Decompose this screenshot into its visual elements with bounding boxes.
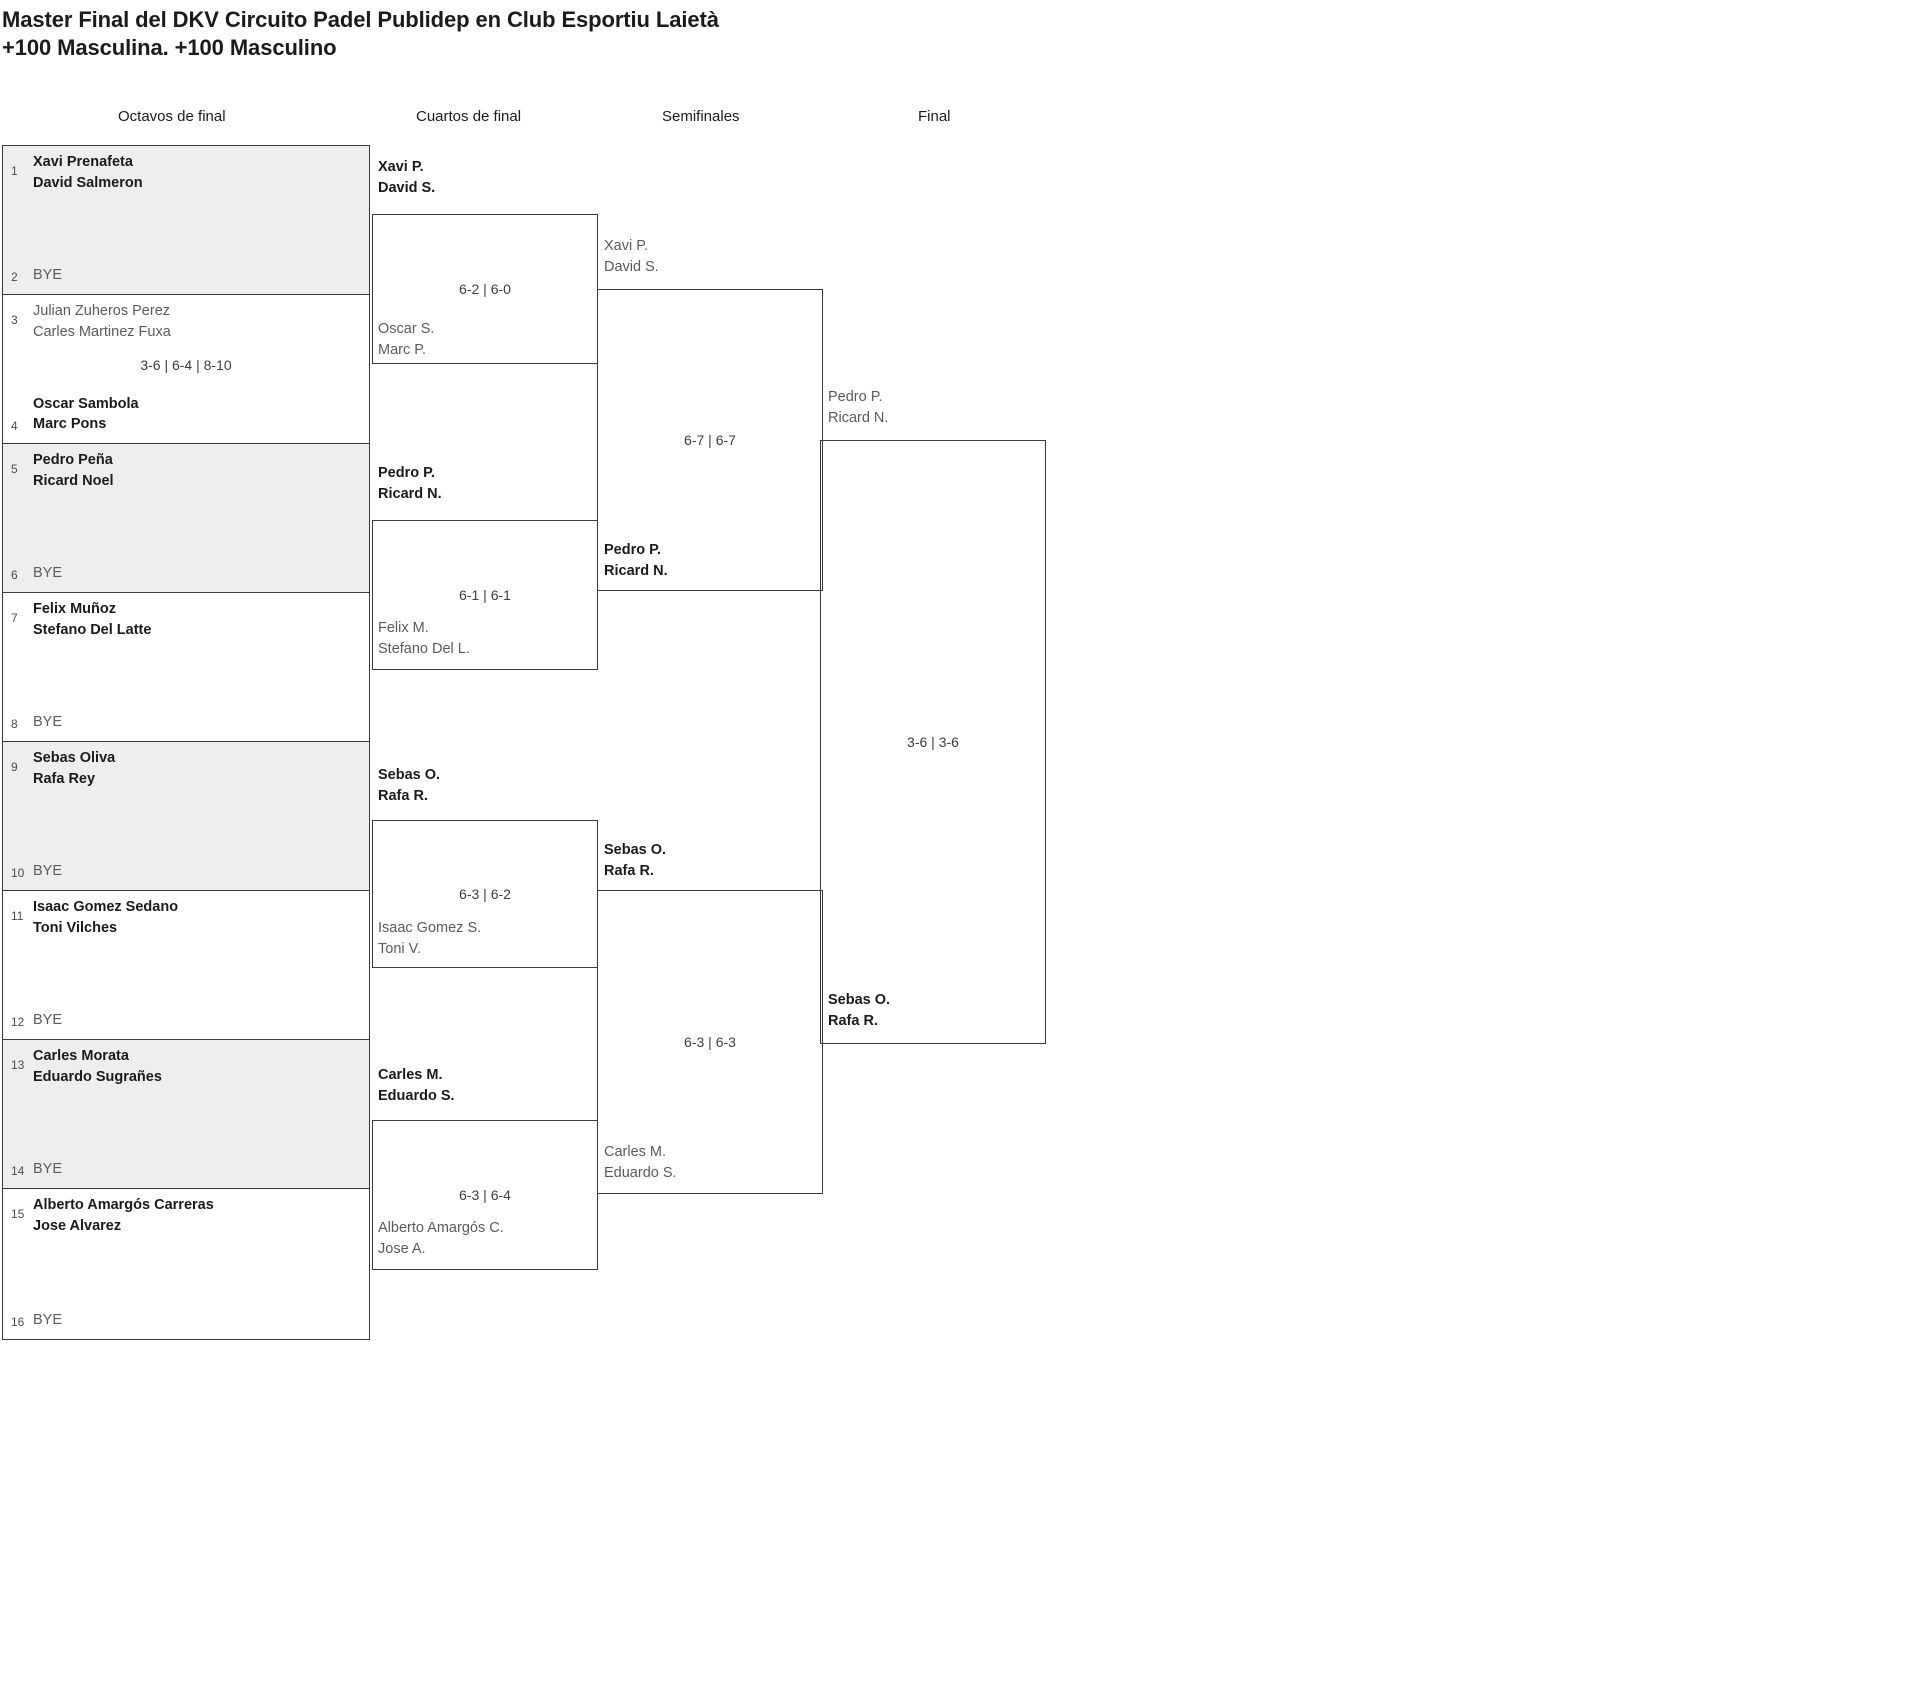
r2-match-1-score: 6-2 | 6-0 xyxy=(459,281,511,297)
r1-match-1-top[interactable]: 1 Xavi Prenafeta David Salmeron xyxy=(3,152,369,193)
r4-match-1-top-entrant[interactable]: Pedro P. Ricard N. xyxy=(828,389,889,426)
seed-number: 12 xyxy=(11,1014,25,1029)
r1-match-2-bottom[interactable]: 4 Oscar Sambola Marc Pons xyxy=(3,394,369,435)
team-names: Sebas Oliva Rafa Rey xyxy=(33,750,116,787)
r1-match-4-top[interactable]: 7 Felix Muñoz Stefano Del Latte xyxy=(3,599,369,640)
title-line-1: Master Final del DKV Circuito Padel Publ… xyxy=(2,7,719,32)
seed-number: 8 xyxy=(11,716,18,731)
r2-match-1-bottom-entrant[interactable]: Oscar S. Marc P. xyxy=(378,321,435,358)
r3-match-2-top-entrant[interactable]: Sebas O. Rafa R. xyxy=(604,842,667,879)
r1-match-3-top[interactable]: 5 Pedro Peña Ricard Noel xyxy=(3,450,369,491)
seed-number: 7 xyxy=(11,611,18,625)
r1-match-2-score: 3-6 | 6-4 | 8-10 xyxy=(140,357,232,373)
r1-match-3-bottom[interactable]: 6 BYE xyxy=(3,563,369,584)
round-1-column: 1 Xavi Prenafeta David Salmeron 2 BYE 3 … xyxy=(2,145,370,1340)
team-names: Pedro Peña Ricard Noel xyxy=(33,452,114,489)
r1-match-3[interactable]: 5 Pedro Peña Ricard Noel 6 BYE xyxy=(3,444,369,593)
r2-match-4-box[interactable]: 6-3 | 6-4 xyxy=(372,1120,598,1270)
seed-number: 2 xyxy=(11,269,18,284)
seed-number: 13 xyxy=(11,1058,25,1072)
round-header-final: Final xyxy=(918,108,951,125)
r1-match-1[interactable]: 1 Xavi Prenafeta David Salmeron 2 BYE xyxy=(3,146,369,295)
r1-match-1-bottom[interactable]: 2 BYE xyxy=(3,265,369,286)
r3-match-2-bottom-entrant[interactable]: Carles M. Eduardo S. xyxy=(604,1144,677,1181)
seed-number: 4 xyxy=(11,418,18,433)
r3-match-1-top-entrant[interactable]: Xavi P. David S. xyxy=(604,238,659,275)
r1-match-2[interactable]: 3 Julian Zuheros Perez Carles Martinez F… xyxy=(3,295,369,444)
team-names: BYE xyxy=(33,565,63,582)
r4-match-1-score: 3-6 | 3-6 xyxy=(907,734,959,750)
r2-match-3-top-entrant[interactable]: Sebas O. Rafa R. xyxy=(378,767,441,804)
r3-match-2-score: 6-3 | 6-3 xyxy=(684,1034,736,1050)
r4-match-1-box[interactable]: 3-6 | 3-6 xyxy=(820,440,1046,1044)
r1-match-7-bottom[interactable]: 14 BYE xyxy=(3,1159,369,1180)
team-names: Carles Morata Eduardo Sugrañes xyxy=(33,1048,162,1085)
team-names: Alberto Amargós Carreras Jose Alvarez xyxy=(33,1197,214,1234)
r2-match-2-top-entrant[interactable]: Pedro P. Ricard N. xyxy=(378,465,442,502)
r1-match-7-top[interactable]: 13 Carles Morata Eduardo Sugrañes xyxy=(3,1046,369,1087)
r2-match-2-score: 6-1 | 6-1 xyxy=(459,587,511,603)
r1-match-8-top[interactable]: 15 Alberto Amargós Carreras Jose Alvarez xyxy=(3,1195,369,1236)
r1-match-4-bottom[interactable]: 8 BYE xyxy=(3,712,369,733)
team-names: BYE xyxy=(33,714,63,731)
page-title: Master Final del DKV Circuito Padel Publ… xyxy=(2,6,1202,62)
r1-match-2-top[interactable]: 3 Julian Zuheros Perez Carles Martinez F… xyxy=(3,301,369,342)
r2-match-4-bottom-entrant[interactable]: Alberto Amargós C. Jose A. xyxy=(378,1220,504,1257)
round-header-octavos: Octavos de final xyxy=(118,108,226,125)
seed-number: 11 xyxy=(11,909,24,923)
r3-match-1-score: 6-7 | 6-7 xyxy=(684,432,736,448)
r4-match-1-bottom-entrant[interactable]: Sebas O. Rafa R. xyxy=(828,992,891,1029)
seed-number: 1 xyxy=(11,164,18,178)
seed-number: 10 xyxy=(11,865,25,880)
seed-number: 6 xyxy=(11,567,18,582)
r2-match-3-score: 6-3 | 6-2 xyxy=(459,886,511,902)
team-names: Xavi Prenafeta David Salmeron xyxy=(33,154,143,191)
seed-number: 16 xyxy=(11,1314,25,1329)
r1-match-4[interactable]: 7 Felix Muñoz Stefano Del Latte 8 BYE xyxy=(3,593,369,742)
team-names: Isaac Gomez Sedano Toni Vilches xyxy=(33,899,179,936)
team-names: BYE xyxy=(33,1161,63,1178)
r1-match-5[interactable]: 9 Sebas Oliva Rafa Rey 10 BYE xyxy=(3,742,369,891)
r2-match-3-bottom-entrant[interactable]: Isaac Gomez S. Toni V. xyxy=(378,920,482,957)
r1-match-8[interactable]: 15 Alberto Amargós Carreras Jose Alvarez… xyxy=(3,1189,369,1339)
seed-number: 9 xyxy=(11,760,18,774)
team-names: BYE xyxy=(33,267,63,284)
r3-match-1-bottom-entrant[interactable]: Pedro P. Ricard N. xyxy=(604,542,668,579)
r1-match-5-bottom[interactable]: 10 BYE xyxy=(3,861,369,882)
title-line-2: +100 Masculina. +100 Masculino xyxy=(2,35,337,61)
r1-match-5-top[interactable]: 9 Sebas Oliva Rafa Rey xyxy=(3,748,369,789)
team-names: BYE xyxy=(33,1312,63,1329)
r2-match-2-bottom-entrant[interactable]: Felix M. Stefano Del L. xyxy=(378,620,470,657)
seed-number: 14 xyxy=(11,1163,25,1178)
r1-match-7[interactable]: 13 Carles Morata Eduardo Sugrañes 14 BYE xyxy=(3,1040,369,1189)
round-header-semifinales: Semifinales xyxy=(662,108,740,125)
r1-match-6[interactable]: 11 Isaac Gomez Sedano Toni Vilches 12 BY… xyxy=(3,891,369,1040)
round-header-cuartos: Cuartos de final xyxy=(416,108,522,125)
r1-match-6-bottom[interactable]: 12 BYE xyxy=(3,1010,369,1031)
team-names: Julian Zuheros Perez Carles Martinez Fux… xyxy=(33,303,171,340)
r2-match-4-top-entrant[interactable]: Carles M. Eduardo S. xyxy=(378,1067,455,1104)
team-names: BYE xyxy=(33,1012,63,1029)
seed-number: 15 xyxy=(11,1207,25,1221)
team-names: BYE xyxy=(33,863,63,880)
seed-number: 5 xyxy=(11,462,18,476)
r2-match-2-box[interactable]: 6-1 | 6-1 xyxy=(372,520,598,670)
team-names: Oscar Sambola Marc Pons xyxy=(33,395,139,433)
r3-match-2-box[interactable]: 6-3 | 6-3 xyxy=(597,890,823,1194)
r2-match-1-top-entrant[interactable]: Xavi P. David S. xyxy=(378,159,436,196)
r1-match-8-bottom[interactable]: 16 BYE xyxy=(3,1310,369,1331)
r1-match-6-top[interactable]: 11 Isaac Gomez Sedano Toni Vilches xyxy=(3,897,369,938)
r2-match-4-score: 6-3 | 6-4 xyxy=(459,1187,511,1203)
seed-number: 3 xyxy=(11,313,18,327)
team-names: Felix Muñoz Stefano Del Latte xyxy=(33,601,152,638)
